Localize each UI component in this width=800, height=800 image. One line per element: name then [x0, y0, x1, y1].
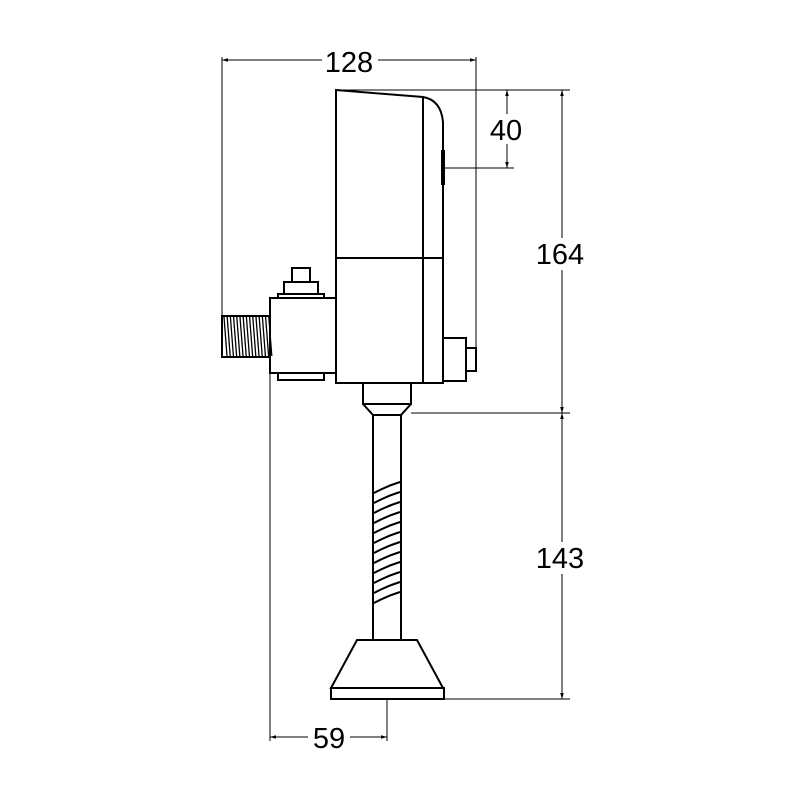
dimension-label-offset: 59: [313, 723, 345, 755]
dimension-label-height: 164: [536, 239, 584, 271]
thread-line: [258, 316, 263, 357]
thread-line: [223, 316, 228, 357]
thread-line: [226, 316, 231, 357]
thread-line: [236, 316, 241, 357]
threaded-inlet: [221, 315, 273, 358]
dimension-width: 128: [221, 44, 477, 348]
outlet-connector: [362, 382, 412, 416]
thread-line: [252, 316, 257, 357]
wall-flange: [329, 639, 445, 700]
flush-pipe: [372, 415, 402, 640]
override-button: [442, 337, 477, 382]
dimension-label-pipe: 143: [536, 543, 584, 575]
spiral-line: [373, 551, 401, 564]
thread-line: [255, 316, 260, 357]
thread-line: [264, 316, 270, 357]
dimension-pipe-length: 143: [444, 413, 590, 700]
thread-line: [242, 316, 247, 357]
spiral-line: [373, 581, 401, 594]
thread-line: [248, 316, 254, 357]
thread-line: [239, 316, 244, 357]
dimension-body-height: 164: [411, 90, 590, 414]
spiral-line: [373, 591, 401, 604]
spiral-line: [373, 511, 401, 524]
dimension-label-width: 128: [325, 47, 373, 79]
thread-line: [232, 316, 238, 357]
spiral-line: [373, 501, 401, 514]
spiral-line: [373, 531, 401, 544]
spiral-line: [373, 481, 401, 494]
thread-line: [229, 316, 235, 357]
thread-line: [261, 316, 267, 357]
dimension-sensor: 40: [336, 89, 570, 169]
valve-block: [269, 267, 337, 381]
thread-line: [245, 316, 251, 357]
spiral-line: [373, 571, 401, 584]
spiral-line: [373, 491, 401, 504]
dimension-label-sensor: 40: [490, 115, 522, 147]
sensor-body: [335, 88, 445, 384]
spiral-line: [373, 521, 401, 534]
dimension-base-offset: 59: [269, 373, 388, 755]
spiral-line: [373, 541, 401, 554]
spiral-line: [373, 561, 401, 574]
